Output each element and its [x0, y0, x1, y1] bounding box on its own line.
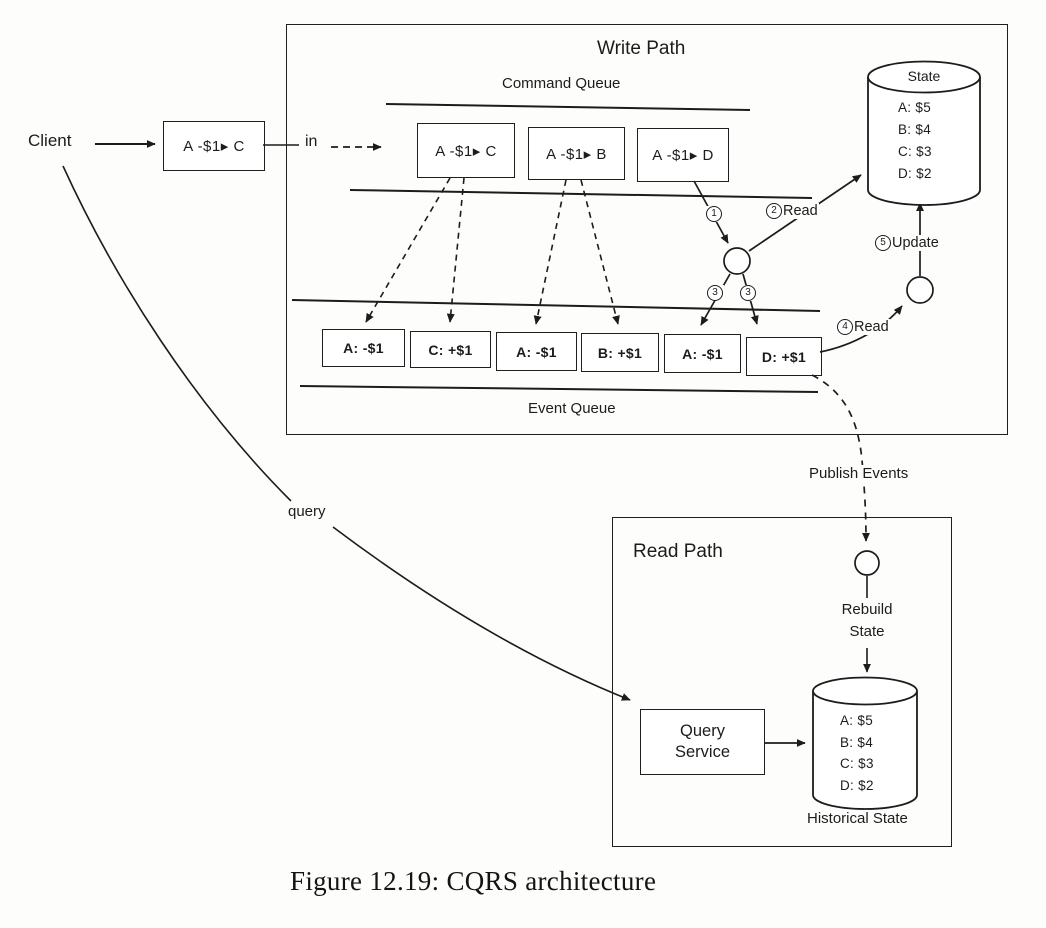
read-path-title: Read Path [633, 541, 723, 562]
event-processor-node [723, 247, 751, 275]
event-box-3: A: -$1 [496, 332, 577, 371]
event-box-2: C: +$1 [410, 331, 491, 368]
step5-word: Update [892, 235, 939, 251]
step1-number: 1 [706, 206, 722, 222]
command-box-3: A -$1▸ D [637, 128, 729, 182]
command2-event4-arrow [580, 179, 620, 325]
step1-badge: 1 [705, 206, 723, 222]
step4-read-label: 4 Read [836, 319, 890, 335]
state-db-entry: C: $3 [898, 144, 932, 159]
event-box-1: A: -$1 [322, 329, 405, 367]
step3-badge-right: 3 [739, 285, 757, 301]
command-queue-bottom-rail [349, 189, 813, 199]
query-arrow-lower [332, 526, 631, 701]
step5-update-label: 5 Update [874, 235, 940, 251]
publish-events-label: Publish Events [806, 465, 912, 482]
command-box-1: A -$1▸ C [417, 123, 515, 178]
historical-db-entries: A: $5 B: $4 C: $3 D: $2 [840, 710, 874, 796]
client-label: Client [28, 131, 72, 150]
event-queue-label: Event Queue [528, 400, 616, 417]
write-path-box [286, 24, 1008, 435]
step4-word: Read [854, 319, 889, 335]
event-queue-top-rail [291, 299, 821, 312]
step2-word: Read [783, 203, 818, 219]
rebuild-node [854, 550, 880, 576]
event-box-4: B: +$1 [581, 333, 659, 372]
in-label: in [303, 133, 320, 151]
client-command-text: A -$1▸ C [183, 138, 245, 155]
write-path-title: Write Path [597, 38, 686, 59]
step3-left-number: 3 [707, 285, 723, 301]
step5-number: 5 [875, 235, 891, 251]
historical-db-entry: A: $5 [840, 713, 874, 728]
command-box-2: A -$1▸ B [528, 127, 625, 180]
event-box-5-text: A: -$1 [682, 345, 723, 362]
historical-db-entry: B: $4 [840, 734, 874, 750]
event-box-4-text: B: +$1 [597, 344, 643, 361]
state-db-entry: A: $5 [898, 100, 932, 115]
event-box-2-text: C: +$1 [428, 341, 473, 358]
historical-db-cylinder [812, 676, 918, 810]
event-box-5: A: -$1 [664, 334, 741, 373]
step4-number: 4 [837, 319, 853, 335]
command-queue-label: Command Queue [502, 75, 621, 92]
state-db-entry: B: $4 [898, 122, 932, 137]
historical-db-label: Historical State [807, 810, 908, 827]
read-path-box [612, 517, 952, 847]
historical-db-entry: D: $2 [840, 777, 874, 793]
query-arrow-upper [62, 165, 292, 502]
command-queue-top-rail [385, 103, 751, 111]
state-db-entry: D: $2 [898, 166, 932, 181]
state-db-entries: A: $5 B: $4 C: $3 D: $2 [898, 97, 932, 185]
step2-read-label: 2 Read [765, 203, 819, 219]
command-box-1-text: A -$1▸ C [435, 142, 497, 160]
event-queue-bottom-rail [299, 385, 819, 393]
query-service-text: Query Service [674, 721, 731, 761]
state-db-cylinder [867, 60, 981, 206]
publish-events-arrow [811, 374, 870, 542]
command1-event2-arrow [446, 177, 465, 323]
step3-right-number: 3 [740, 285, 756, 301]
historical-db-entry: C: $3 [840, 756, 874, 771]
figure-caption: Figure 12.19: CQRS architecture [290, 866, 657, 896]
client-command-box: A -$1▸ C [163, 121, 265, 171]
command-box-2-text: A -$1▸ B [546, 145, 607, 163]
command1-event1-arrow [365, 177, 451, 323]
command-box-3-text: A -$1▸ D [652, 147, 714, 164]
query-service-box: Query Service [640, 709, 765, 775]
command2-event3-arrow [533, 179, 567, 325]
state-db-title: State [907, 68, 941, 84]
state-updater-node [906, 276, 934, 304]
query-label: query [285, 503, 329, 520]
event-box-1-text: A: -$1 [343, 340, 384, 356]
event-box-3-text: A: -$1 [516, 343, 557, 360]
event-box-6-text: D: +$1 [761, 348, 807, 365]
step3-badge-left: 3 [706, 285, 724, 301]
event-box-6: D: +$1 [746, 337, 822, 376]
step2-number: 2 [766, 203, 782, 219]
rebuild-state-label: Rebuild State [841, 601, 893, 640]
